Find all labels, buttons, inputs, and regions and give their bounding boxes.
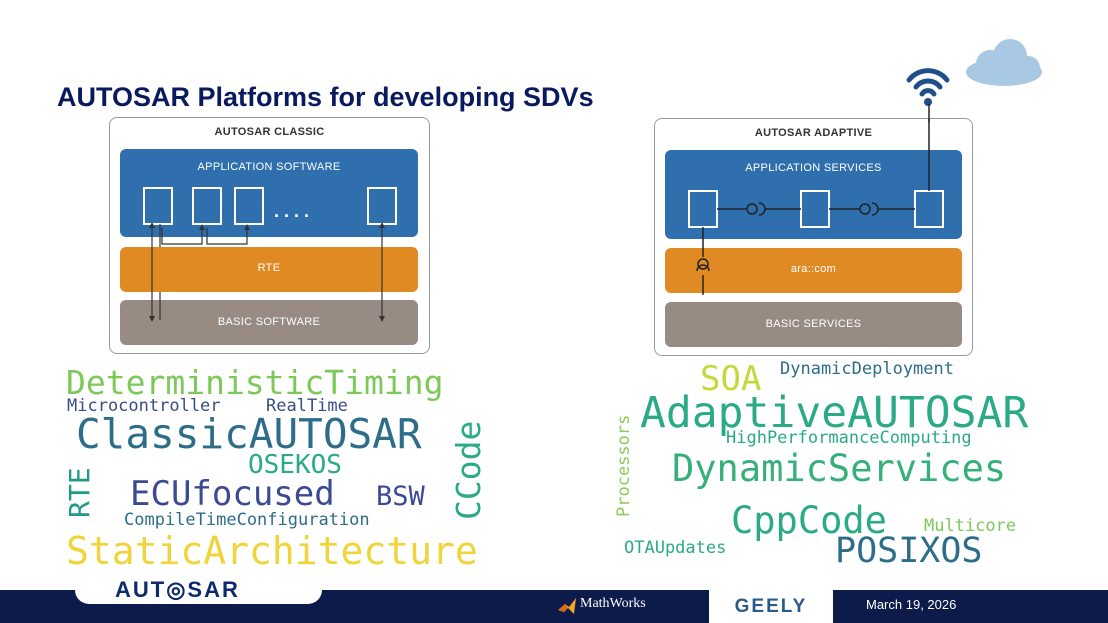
word-posixos: POSIXOS [835,531,983,571]
mathworks-logo-text: MathWorks [580,596,646,611]
service-box [688,190,718,228]
word-microcontroller: Microcontroller [67,396,221,416]
word-dynamic-deployment: DynamicDeployment [780,359,954,379]
application-services-label: APPLICATION SERVICES [745,162,882,174]
basic-services-layer: BASIC SERVICES [665,302,962,347]
ara-com-label: ara::com [790,263,837,275]
word-compile-time-configuration: CompileTimeConfiguration [124,510,370,530]
autosar-logo: AUT◎SAR [75,577,322,604]
rte-label: RTE [257,262,281,274]
word-ota-updates: OTAUpdates [624,538,727,558]
word-high-performance-computing: HighPerformanceComputing [726,428,972,448]
word-osekos: OSEKOS [248,450,342,480]
geely-logo: GEELY [709,590,833,623]
slide-title: AUTOSAR Platforms for developing SDVs [57,82,594,112]
application-software-label: APPLICATION SOFTWARE [197,161,341,173]
application-services-layer: APPLICATION SERVICES [665,150,962,239]
word-ecufocused: ECUfocused [130,474,335,514]
mathworks-logo-icon [558,598,576,614]
adaptive-diagram-title: AUTOSAR ADAPTIVE [754,127,873,139]
rte-layer: RTE [120,247,418,292]
basic-software-label: BASIC SOFTWARE [217,316,321,328]
adaptive-service-connectors [688,119,944,295]
component-ellipsis: . . . . [274,201,310,221]
wifi-connector-line [928,104,930,122]
geely-logo-text: GEELY [734,596,808,617]
wifi-icon [906,68,950,106]
classic-component-connectors [143,187,397,322]
swc-box [234,187,264,225]
cloud-icon [966,39,1042,86]
basic-services-label: BASIC SERVICES [765,318,862,330]
word-realtime: RealTime [266,396,348,416]
word-classic-autosar: ClassicAUTOSAR [76,410,422,458]
word-soa: SOA [700,359,762,399]
word-dynamic-services: DynamicServices [672,447,1007,490]
word-cppcode: CppCode [731,499,887,542]
word-deterministic-timing: DeterministicTiming [66,363,444,402]
ara-com-layer: ara::com [665,248,962,293]
word-static-architecture: StaticArchitecture [66,529,478,573]
classic-diagram-title: AUTOSAR CLASSIC [214,126,325,138]
service-box [800,190,830,228]
word-processors: Processors [614,414,634,517]
word-rte: RTE [63,467,96,518]
service-box [914,190,944,228]
word-bsw: BSW [376,481,425,512]
word-ccode: CCode [449,420,488,520]
slide-date: March 19, 2026 [866,597,957,612]
word-multicore: Multicore [924,516,1017,536]
swc-box [367,187,397,225]
basic-software-layer: BASIC SOFTWARE [120,300,418,345]
swc-box [192,187,222,225]
adaptive-architecture-diagram: AUTOSAR ADAPTIVE APPLICATION SERVICES ar… [654,118,973,356]
swc-box [143,187,173,225]
word-adaptive-autosar: AdaptiveAUTOSAR [640,388,1029,438]
classic-architecture-diagram: AUTOSAR CLASSIC APPLICATION SOFTWARE RTE… [109,117,430,354]
autosar-logo-text: AUT◎SAR [115,577,240,602]
